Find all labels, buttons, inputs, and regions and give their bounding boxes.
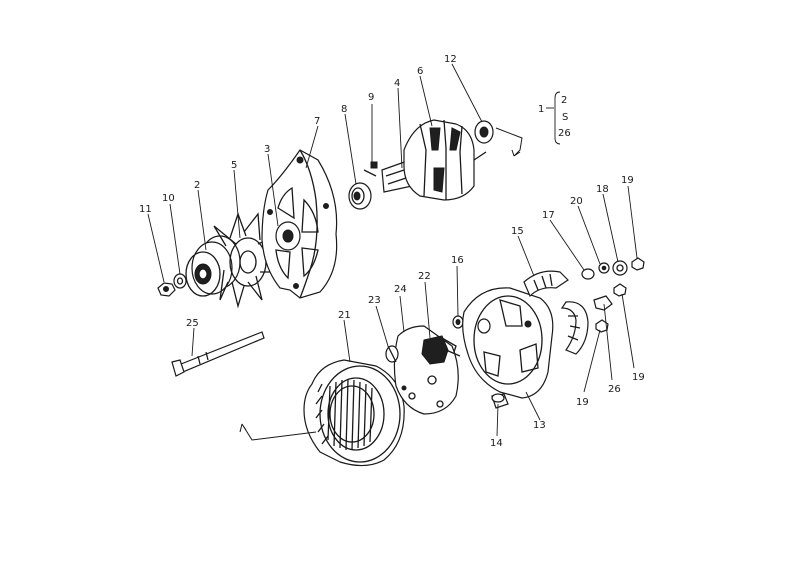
callout-19-right: 19	[632, 372, 645, 383]
callout-11: 11	[139, 204, 152, 215]
callout-22: 22	[418, 271, 431, 282]
callout-12: 12	[444, 54, 457, 65]
bracket-item-3: 26	[558, 128, 571, 139]
part-screw-9	[363, 161, 378, 177]
callout-13: 13	[533, 420, 546, 431]
callout-16: 16	[451, 255, 464, 266]
part-nut-11	[157, 282, 176, 297]
callout-24: 24	[394, 284, 407, 295]
callout-18: 18	[596, 184, 609, 195]
callout-9: 9	[368, 92, 374, 103]
callout-15: 15	[511, 226, 524, 237]
assembly-arrow-lower	[239, 423, 317, 441]
part-sleeve-14	[491, 393, 509, 409]
part-front-housing-7	[261, 149, 338, 299]
bracket-prefix: 1	[538, 104, 544, 115]
callout-19-low: 19	[576, 397, 589, 408]
bracket-item-2: S	[562, 112, 568, 123]
part-pulley-2	[185, 235, 241, 297]
callout-7: 7	[314, 116, 320, 127]
part-through-bolt-25	[171, 331, 265, 377]
part-cover-arc	[560, 301, 589, 355]
bracket-item-1: 2	[561, 95, 567, 106]
part-nut-20	[598, 262, 610, 274]
callout-6: 6	[417, 66, 423, 77]
callout-23: 23	[368, 295, 381, 306]
callout-14: 14	[490, 438, 503, 449]
part-rotor-6	[381, 119, 487, 201]
callout-20: 20	[570, 196, 583, 207]
callout-5: 5	[231, 160, 237, 171]
callout-3: 3	[264, 144, 270, 155]
part-clip-26	[593, 295, 613, 311]
callout-labels: 11 10 2 5 3 7 8 9 4 6 12 25 21 23 24 22 …	[139, 54, 645, 449]
part-regulator-22	[421, 335, 461, 365]
leader-lines	[147, 63, 638, 437]
part-capacitor-23	[385, 345, 399, 363]
part-nut-19-mid	[613, 283, 627, 297]
part-bolt-17	[581, 268, 595, 280]
part-cover-15	[523, 270, 569, 298]
callout-26: 26	[608, 384, 621, 395]
assembly-bracket: 1 2 S 26	[538, 91, 571, 145]
callout-17: 17	[542, 210, 555, 221]
part-insulator-18	[612, 260, 628, 276]
part-bearing-8	[348, 182, 372, 210]
assembly-arrow-upper	[495, 127, 523, 157]
part-bearing-12	[474, 120, 494, 144]
part-washer-10	[173, 273, 187, 289]
callout-19-top: 19	[621, 175, 634, 186]
callout-21: 21	[338, 310, 351, 321]
part-stator-21	[303, 359, 405, 467]
callout-10: 10	[162, 193, 175, 204]
callout-4: 4	[394, 78, 400, 89]
callout-25: 25	[186, 318, 199, 329]
callout-2: 2	[194, 180, 200, 191]
part-nut-19-top	[631, 257, 645, 271]
part-nut-16	[452, 315, 464, 329]
callout-8: 8	[341, 104, 347, 115]
part-rear-housing-13	[462, 287, 554, 399]
